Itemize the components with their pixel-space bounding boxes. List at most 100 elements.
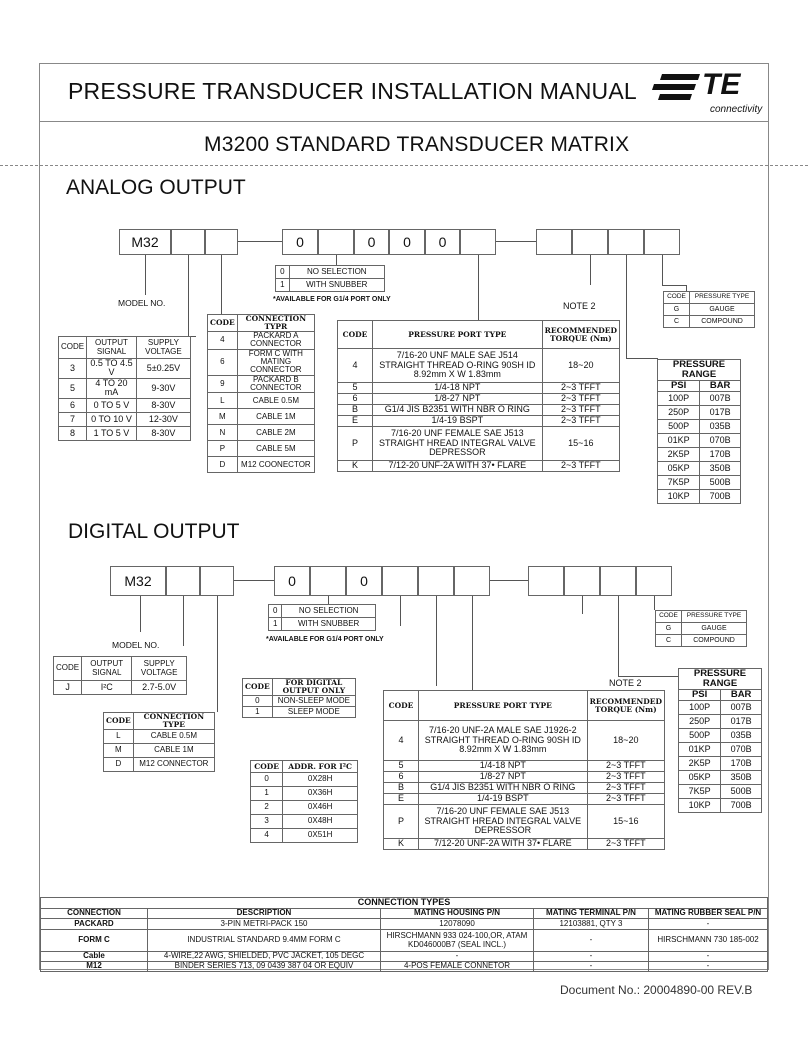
table-cell: - [533,929,649,952]
model-prefix-box: M32 [119,229,171,255]
table-cell: 0 TO 5 V [86,397,137,413]
table-cell: L [207,392,238,410]
table-cell: B [337,404,373,416]
table-cell: 070B [699,432,741,448]
table-header: PRESSURE PORT TYPE [418,690,588,721]
table-cell: 7 [57,411,88,427]
table-cell: 6 [57,397,88,413]
table-cell: 1 [267,617,283,631]
table-cell: 0.5 TO 4.5 V [86,358,137,379]
table-cell: 8 [57,425,88,441]
table-header: DESCRIPTION [147,908,381,919]
table-cell: P [337,426,373,461]
table-header: OUTPUT SIGNAL [81,656,133,681]
table-cell: 18~20 [541,348,621,383]
table-cell: 6 [383,771,419,783]
table-cell: K [337,460,373,472]
model-box [460,229,496,255]
model-box [205,229,238,255]
connector-line [496,241,536,242]
table-cell: GAUGE [689,303,755,316]
table-cell: NO SELECTION [281,604,376,618]
fixed-zero-box: 0 [274,566,310,596]
table-header: CODE [242,678,273,696]
table-cell: 2K5P [656,446,701,462]
leader-line [183,596,184,646]
page-title: PRESSURE TRANSDUCER INSTALLATION MANUAL [68,78,637,104]
table-header: PSI [656,379,701,392]
leader-line [618,676,678,677]
model-box [564,566,600,596]
table-header: CODE [103,712,134,730]
table-cell: 500B [720,783,762,799]
model-box [318,229,354,255]
table-cell: E [383,793,419,805]
table-cell: 2~3 TFFT [586,771,666,783]
table-cell: 2~3 TFFT [541,382,621,394]
table-cell: 2K5P [677,755,722,771]
te-logo: TE connectivity [652,68,764,116]
leader-line [436,596,437,686]
table-cell: 0 [267,604,283,618]
table-cell: M [103,742,134,758]
leader-line [626,358,658,359]
model-box [528,566,564,596]
model-box [418,566,454,596]
table-cell: CABLE 5M [236,440,316,458]
digital-note2: NOTE 2 [609,678,642,688]
table-cell: D [103,756,134,772]
table-cell: 10KP [656,488,701,504]
leader-line [662,255,663,285]
table-cell: 500P [677,727,722,743]
table-cell: 4 TO 20 mA [86,377,137,399]
leader-line [686,285,687,291]
leader-line [336,255,337,265]
table-cell: 8-30V [135,425,192,441]
leader-line [654,596,655,610]
table-cell: 3 [249,814,284,829]
table-cell: 017B [699,404,741,420]
table-cell: 8-30V [135,397,192,413]
table-header: MATING TERMINAL P/N [533,908,649,919]
table-title: PRESSURE RANGE [657,359,741,381]
table-cell: 1 [242,705,273,718]
fixed-zero-box: 0 [282,229,318,255]
leader-line [188,255,189,337]
table-cell: - [648,918,768,930]
table-cell: 5 [57,377,88,399]
model-prefix-box: M32 [110,566,166,596]
model-box [608,229,644,255]
table-header: CODE [337,320,373,349]
table-cell: NON-SLEEP MODE [271,694,357,707]
table-cell: 0 [275,265,290,279]
model-box [644,229,680,255]
